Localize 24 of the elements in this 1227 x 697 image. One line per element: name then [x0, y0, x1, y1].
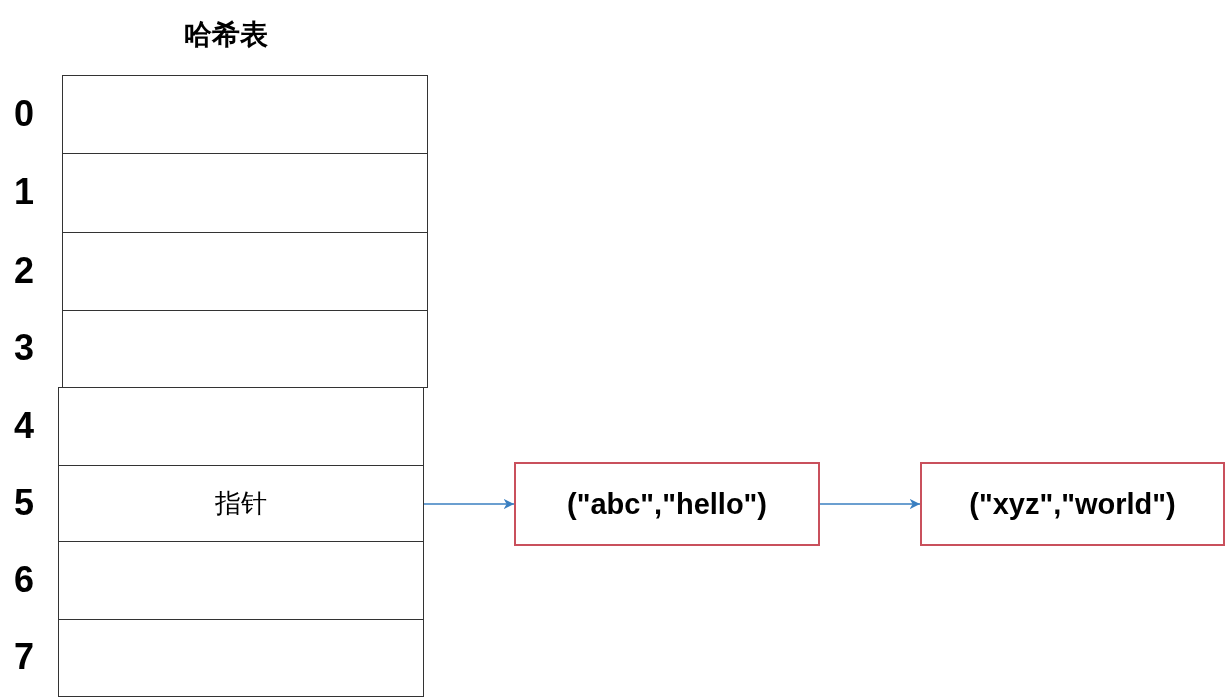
- table-cell: [62, 232, 428, 311]
- row-index: 6: [13, 558, 35, 601]
- table-cell: [62, 310, 428, 388]
- row-index: 7: [13, 636, 35, 678]
- table-cell: [58, 619, 424, 697]
- table-title: 哈希表: [184, 18, 268, 52]
- row-index: 1: [13, 171, 35, 213]
- entry-box: [920, 462, 1225, 546]
- cell-text: 指针: [215, 487, 267, 520]
- cell-text: ("xyz","world"): [969, 487, 1176, 521]
- arrow: [819, 498, 921, 510]
- table-cell: [62, 153, 428, 233]
- cell-text: ("abc","hello"): [567, 487, 767, 521]
- table-cell: [58, 387, 424, 466]
- table-cell: [58, 541, 424, 620]
- table-cell: [62, 75, 428, 154]
- row-index: 3: [13, 327, 35, 369]
- row-index: 0: [13, 92, 35, 135]
- arrow: [423, 498, 515, 510]
- entry-box: [514, 462, 820, 546]
- row-index: 2: [13, 249, 35, 292]
- table-cell: [58, 465, 424, 542]
- row-index: 5: [13, 481, 35, 524]
- row-index: 4: [13, 404, 35, 447]
